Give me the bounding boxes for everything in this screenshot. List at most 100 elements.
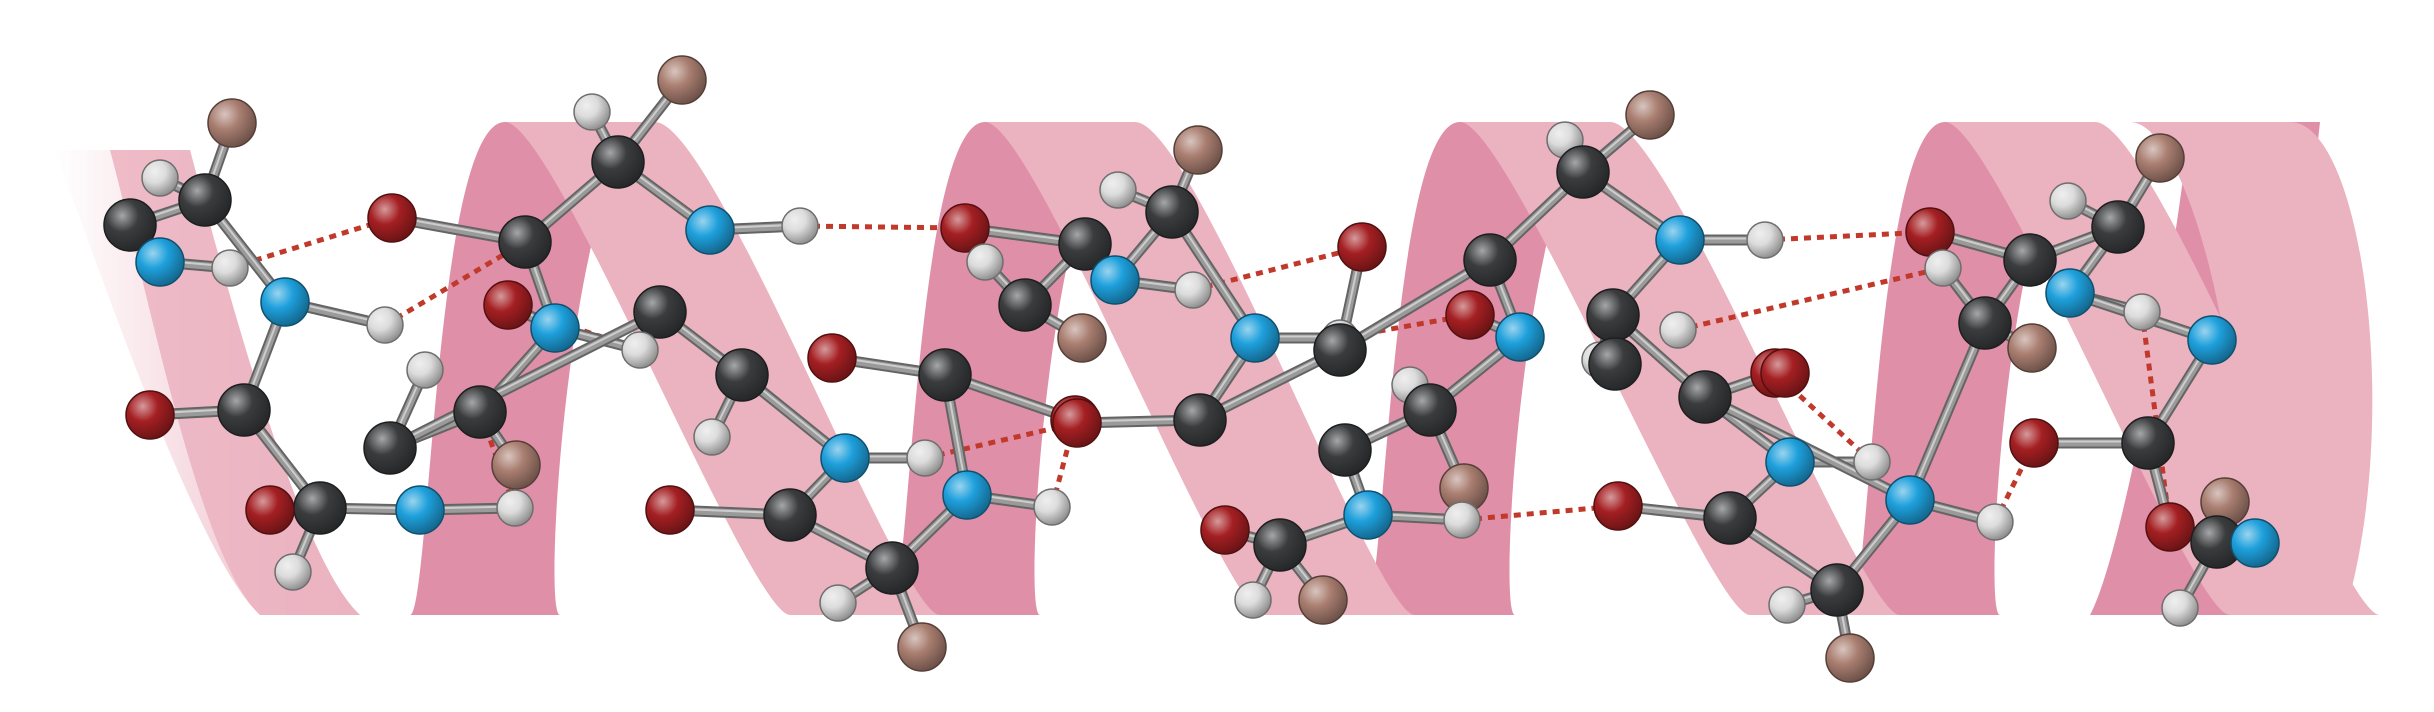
nitrogen-atom	[1655, 215, 1705, 265]
oxygen-atom	[1905, 207, 1955, 257]
side-chain-atom	[207, 98, 257, 148]
side-chain-atom	[1173, 125, 1223, 175]
nitrogen-atom	[1090, 255, 1140, 305]
oxygen-atom	[1337, 222, 1387, 272]
nitrogen-atom	[260, 277, 310, 327]
carbon-atom	[1703, 491, 1757, 545]
carbon-atom	[998, 278, 1052, 332]
carbon-atom	[103, 198, 157, 252]
oxygen-atom	[1593, 481, 1643, 531]
covalent-bond	[389, 309, 661, 448]
nitrogen-atom	[395, 485, 445, 535]
ribbon-front-band	[2280, 300, 2355, 595]
oxygen-atom	[940, 203, 990, 253]
side-chain-atom	[1057, 313, 1107, 363]
nitrogen-atom	[1885, 475, 1935, 525]
hydrogen-atom	[274, 553, 312, 591]
oxygen-atom	[367, 193, 417, 243]
oxygen-atom	[1200, 505, 1250, 555]
oxygen-atom	[1445, 290, 1495, 340]
carbon-atom	[715, 348, 769, 402]
carbon-atom	[1058, 217, 1112, 271]
oxygen-atom	[245, 485, 295, 535]
hydrogen-atom	[2161, 589, 2199, 627]
carbon-atom	[1463, 233, 1517, 287]
covalent-bond	[1339, 257, 1491, 350]
oxygen-atom	[1760, 348, 1810, 398]
carbon-atom	[1173, 393, 1227, 447]
hydrogen-atom	[366, 306, 404, 344]
hydrogen-bond	[799, 223, 966, 231]
carbon-atom	[498, 215, 552, 269]
carbon-atom	[1403, 383, 1457, 437]
carbon-atom	[1586, 288, 1640, 342]
side-chain-atom	[2007, 323, 2057, 373]
hydrogen-atom	[2123, 293, 2161, 331]
nitrogen-atom	[820, 433, 870, 483]
hydrogen-atom	[1174, 271, 1212, 309]
hydrogen-atom	[211, 249, 249, 287]
hydrogen-atom	[2049, 182, 2087, 220]
hydrogen-atom	[141, 159, 179, 197]
carbon-atom	[2003, 233, 2057, 287]
carbon-atom	[2121, 416, 2175, 470]
hydrogen-atom	[781, 207, 819, 245]
carbon-atom	[763, 488, 817, 542]
carbon-atom	[1556, 145, 1610, 199]
carbon-atom	[918, 348, 972, 402]
hydrogen-atom	[1976, 503, 2014, 541]
carbon-atom	[1318, 423, 1372, 477]
hydrogen-atom	[1099, 171, 1137, 209]
hydrogen-bond	[1461, 503, 1619, 523]
nitrogen-atom	[2230, 518, 2280, 568]
hydrogen-atom	[1746, 221, 1784, 259]
carbon-atom	[1313, 323, 1367, 377]
oxygen-atom	[1052, 398, 1102, 448]
side-chain-atom	[897, 622, 947, 672]
nitrogen-atom	[1765, 437, 1815, 487]
oxygen-atom	[807, 333, 857, 383]
nitrogen-atom	[530, 303, 580, 353]
nitrogen-atom	[2187, 315, 2237, 365]
nitrogen-atom	[135, 237, 185, 287]
carbon-atom	[591, 135, 645, 189]
carbon-atom	[633, 285, 687, 339]
nitrogen-atom	[1495, 312, 1545, 362]
carbon-atom	[217, 383, 271, 437]
carbon-atom	[178, 173, 232, 227]
hydrogen-atom	[621, 331, 659, 369]
hydrogen-bond	[1677, 265, 1944, 333]
nitrogen-atom	[942, 470, 992, 520]
covalent-bond	[386, 308, 664, 452]
side-chain-atom	[1625, 90, 1675, 140]
hydrogen-atom	[496, 489, 534, 527]
oxygen-atom	[483, 280, 533, 330]
hydrogen-atom	[1443, 501, 1481, 539]
carbon-atom	[1958, 296, 2012, 350]
hydrogen-atom	[573, 93, 611, 131]
covalent-bond	[1336, 256, 1494, 354]
carbon-atom	[1145, 185, 1199, 239]
side-chain-atom	[1825, 633, 1875, 683]
hydrogen-atom	[819, 584, 857, 622]
carbon-atom	[865, 541, 919, 595]
carbon-atom	[2091, 200, 2145, 254]
side-chain-atom	[491, 440, 541, 490]
hydrogen-atom	[406, 351, 444, 389]
nitrogen-atom	[685, 205, 735, 255]
carbon-atom	[363, 421, 417, 475]
nitrogen-atom	[2045, 268, 2095, 318]
hydrogen-atom	[1853, 443, 1891, 481]
oxygen-atom	[2145, 502, 2195, 552]
hydrogen-atom	[1234, 581, 1272, 619]
carbon-atom	[1810, 563, 1864, 617]
oxygen-atom	[645, 485, 695, 535]
hydrogen-atom	[1768, 586, 1806, 624]
hydrogen-bond	[1764, 229, 1931, 243]
hydrogen-atom	[1033, 488, 1071, 526]
oxygen-atom	[2009, 418, 2059, 468]
hydrogen-atom	[966, 243, 1004, 281]
carbon-atom	[1678, 370, 1732, 424]
hydrogen-atom	[693, 418, 731, 456]
